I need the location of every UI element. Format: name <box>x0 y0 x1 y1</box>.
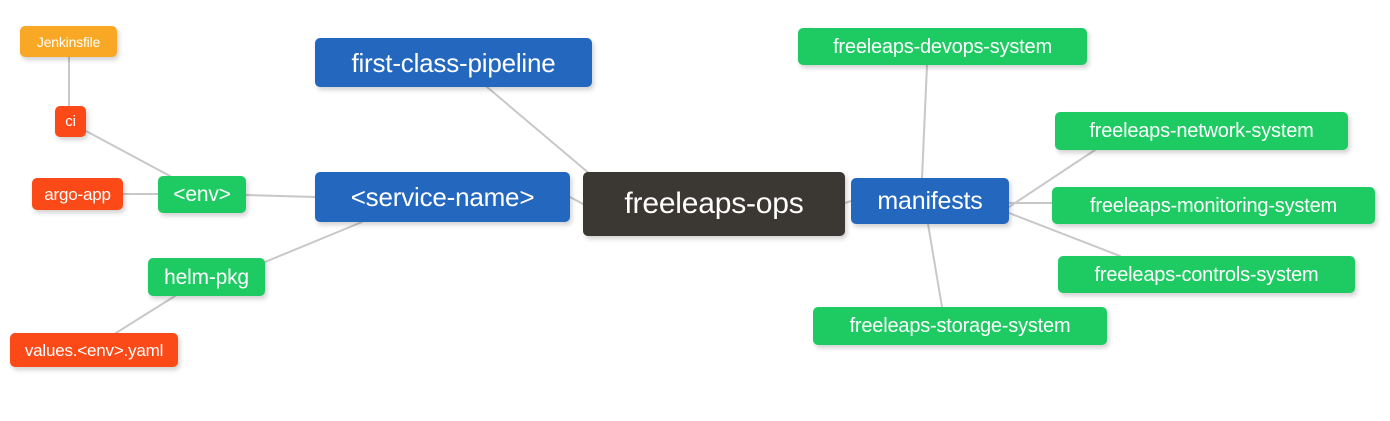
node-label: Jenkinsfile <box>36 33 101 50</box>
node-network-system[interactable]: freeleaps-network-system <box>1055 112 1348 150</box>
edge-helm-pkg-to-values-yaml <box>115 295 176 334</box>
node-manifests[interactable]: manifests <box>851 178 1009 224</box>
node-label: freeleaps-network-system <box>1089 120 1314 142</box>
edge-freeleaps-ops-to-manifests <box>844 200 852 204</box>
node-label: freeleaps-devops-system <box>833 35 1052 58</box>
node-label: freeleaps-storage-system <box>849 315 1071 337</box>
node-values-yaml[interactable]: values.<env>.yaml <box>10 333 178 367</box>
node-argo-app[interactable]: argo-app <box>32 178 123 210</box>
node-label: freeleaps-ops <box>624 187 804 220</box>
node-label: helm-pkg <box>164 265 249 289</box>
node-label: argo-app <box>44 184 111 204</box>
node-label: values.<env>.yaml <box>24 340 164 360</box>
node-monitoring-system[interactable]: freeleaps-monitoring-system <box>1052 187 1375 224</box>
node-label: manifests <box>877 186 983 215</box>
edge-service-name-to-helm-pkg <box>264 221 363 263</box>
node-label: <service-name> <box>350 182 535 212</box>
node-storage-system[interactable]: freeleaps-storage-system <box>813 307 1107 345</box>
node-freeleaps-ops[interactable]: freeleaps-ops <box>583 172 845 236</box>
edge-manifests-to-storage-system <box>927 223 943 308</box>
edge-manifests-to-network-system <box>1008 149 1096 208</box>
node-controls-system[interactable]: freeleaps-controls-system <box>1058 256 1355 293</box>
node-label: first-class-pipeline <box>351 47 556 78</box>
edge-service-name-to-env <box>245 194 316 198</box>
node-env[interactable]: <env> <box>158 176 246 213</box>
node-jenkinsfile[interactable]: Jenkinsfile <box>20 26 117 57</box>
node-label: freeleaps-controls-system <box>1094 263 1319 286</box>
edge-env-to-ci <box>85 130 171 177</box>
node-devops-system[interactable]: freeleaps-devops-system <box>798 28 1087 65</box>
node-ci[interactable]: ci <box>55 106 86 137</box>
node-label: ci <box>65 113 76 130</box>
edge-manifests-to-devops-system <box>921 64 928 179</box>
node-label: freeleaps-monitoring-system <box>1090 194 1337 217</box>
edge-freeleaps-ops-to-first-class-pipeline <box>486 86 598 181</box>
node-first-class-pipeline[interactable]: first-class-pipeline <box>315 38 592 87</box>
node-label: <env> <box>173 183 231 206</box>
node-helm-pkg[interactable]: helm-pkg <box>148 258 265 296</box>
edge-freeleaps-ops-to-service-name <box>569 196 584 205</box>
edge-manifests-to-controls-system <box>1008 212 1121 257</box>
node-service-name[interactable]: <service-name> <box>315 172 570 222</box>
